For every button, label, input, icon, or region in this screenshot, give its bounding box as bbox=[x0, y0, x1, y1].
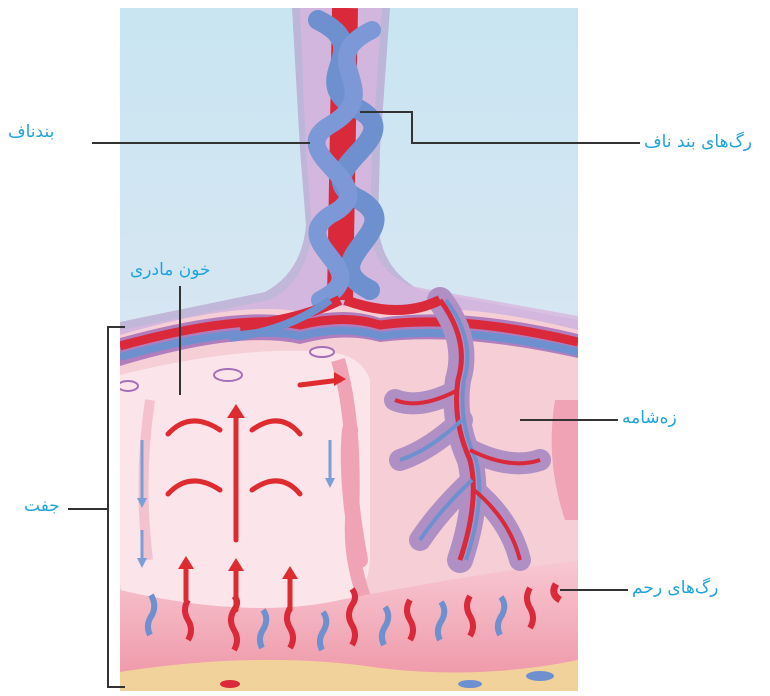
label-placenta: جفت bbox=[24, 498, 60, 515]
label-uterine-vessels: رگ‌های رحم bbox=[632, 580, 718, 597]
label-umbilical-vessels: رگ‌های بند ناف bbox=[644, 134, 752, 151]
label-villi: زه‌شامه bbox=[622, 410, 677, 427]
label-umbilical-cord: بندناف bbox=[8, 124, 54, 141]
label-maternal-blood: خون مادری bbox=[130, 262, 211, 279]
